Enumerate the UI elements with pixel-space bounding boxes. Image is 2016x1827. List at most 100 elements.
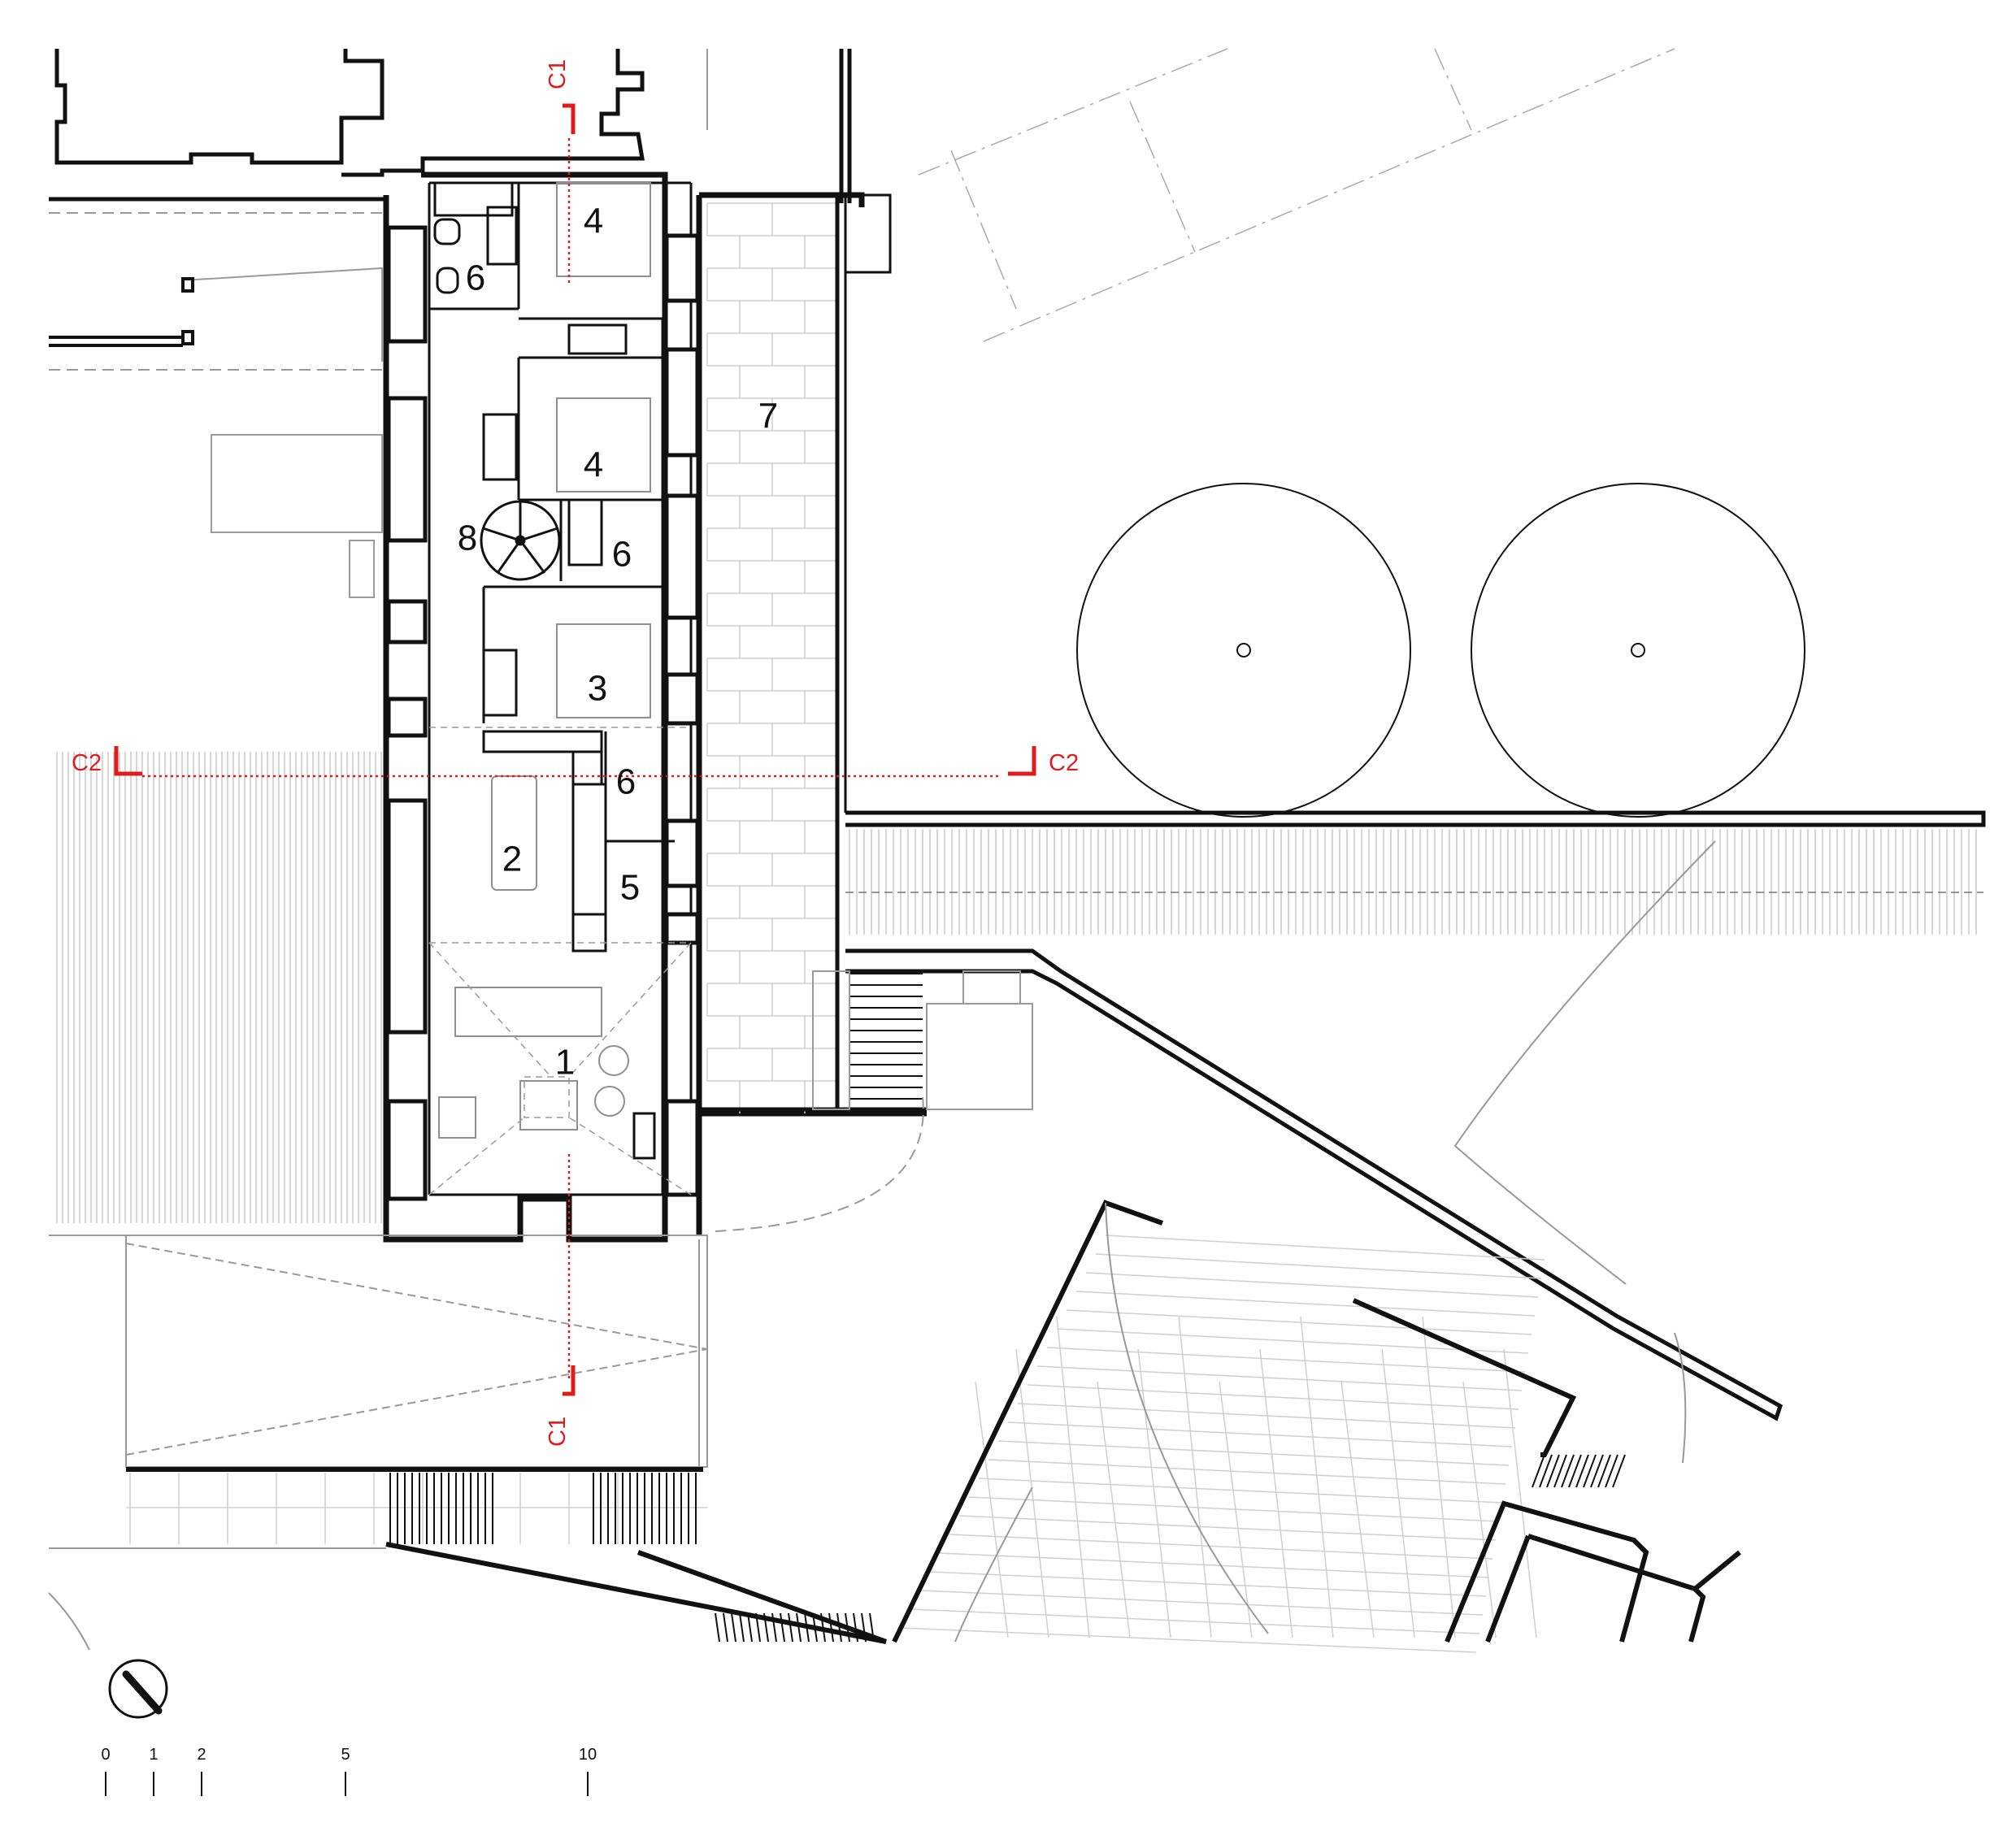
scale-bar: 0 1 2 5 10 [101, 1746, 597, 1796]
wall-pier [386, 1099, 428, 1201]
stair-tread [1612, 1454, 1626, 1488]
stair-tread [853, 1612, 858, 1643]
room-label-8: 8 [458, 519, 477, 558]
road-stripes [849, 829, 1977, 935]
paving-joint [929, 1571, 1487, 1597]
spiral-stair [480, 500, 561, 581]
ceiling-hidden-lines [428, 727, 692, 1196]
lower-paving [900, 1235, 1545, 1653]
stair-tread [1583, 1454, 1597, 1488]
paving-joint [1381, 1348, 1415, 1638]
paving-joint [949, 1534, 1493, 1560]
paving-joint [1462, 1381, 1497, 1638]
wall-piers [386, 225, 700, 1201]
paving-joint [1503, 1348, 1537, 1638]
paving-joint [1219, 1381, 1253, 1638]
walkway-outer-frame [844, 193, 892, 813]
paving-joint [919, 1590, 1484, 1616]
courtyard-wall [126, 1467, 888, 1644]
stair-tread [780, 1612, 785, 1643]
wall-pier [664, 818, 700, 888]
paving-joint [1105, 1235, 1545, 1261]
walkway-edges [699, 49, 1986, 1113]
stair-tread [1575, 1454, 1589, 1488]
wall-pier [664, 347, 700, 458]
stair-tread [796, 1612, 802, 1643]
section-label-c1-top: C1 [545, 59, 571, 89]
paving-joint [1007, 1421, 1513, 1447]
wall-pier [386, 798, 428, 1035]
tanks [1076, 483, 1805, 818]
stair-tread [1597, 1454, 1611, 1488]
paving-joint [1178, 1316, 1212, 1638]
bottom-stairs [389, 1473, 875, 1643]
scale-tick-5: 5 [341, 1746, 350, 1764]
stair-tread [771, 1612, 777, 1643]
paving-joint [1056, 1316, 1090, 1638]
paving-joint [1036, 1365, 1523, 1391]
paving-joint [978, 1478, 1503, 1504]
paving-joint [997, 1440, 1510, 1466]
room-label-5: 5 [620, 868, 640, 908]
stair-tread [723, 1612, 728, 1643]
stair-tread [869, 1612, 875, 1643]
ramp-walls [845, 948, 1784, 1421]
stair-tread [755, 1612, 761, 1643]
scale-tick-2: 2 [197, 1746, 206, 1764]
paving-joint [1097, 1381, 1131, 1638]
stair-tread [1568, 1454, 1582, 1488]
stair-tread [1539, 1454, 1553, 1488]
paving-joint [939, 1552, 1490, 1578]
stair-tread [1590, 1454, 1604, 1488]
neighbour-building [49, 49, 645, 202]
room-label-2: 2 [502, 840, 522, 879]
section-label-c2-left: C2 [72, 750, 102, 776]
room-label-6-upper: 6 [466, 258, 485, 298]
paving-joint [1027, 1384, 1519, 1410]
scale-tick-0: 0 [101, 1746, 110, 1764]
paving-joint [1066, 1309, 1532, 1335]
wall-pier [386, 697, 428, 738]
room-label-4-lower: 4 [584, 445, 603, 485]
paving-joint [1015, 1348, 1049, 1638]
wall-pier [664, 912, 700, 945]
courtyard [125, 1235, 708, 1471]
section-label-c1-bottom: C1 [545, 1417, 571, 1447]
stair-tread [1605, 1454, 1618, 1488]
paving-joint [1137, 1348, 1171, 1638]
paving-joint [1422, 1316, 1456, 1638]
wall-pier [664, 233, 700, 303]
paving-joint [1085, 1272, 1539, 1298]
stair-tread [812, 1612, 818, 1643]
room-label-6-middle: 6 [612, 535, 632, 575]
stair-tread [1532, 1454, 1545, 1488]
paving-joint [1046, 1347, 1526, 1373]
wall-pier [664, 493, 700, 620]
stair-tread [731, 1612, 736, 1643]
section-label-c2-right: C2 [1049, 750, 1079, 776]
lower-stairs [1532, 1454, 1626, 1488]
room-label-4-upper: 4 [584, 202, 603, 241]
walkway-paving [706, 202, 836, 1113]
scale-tick-10: 10 [579, 1746, 597, 1764]
wall-pier [386, 396, 428, 543]
stair-tread [845, 1612, 850, 1643]
furniture [438, 182, 651, 1139]
wall-pier [386, 599, 428, 644]
paving-joint [1300, 1316, 1334, 1638]
room-label-6-lower: 6 [616, 762, 636, 802]
paving-joint [1056, 1328, 1529, 1354]
stair-tread [763, 1612, 769, 1643]
neighbour-dashed-grid [918, 48, 1675, 342]
wall-pier [664, 672, 700, 726]
paving-joint [1259, 1348, 1293, 1638]
stair-tread [836, 1612, 842, 1643]
stair-tread [820, 1612, 826, 1643]
stair-tread [1561, 1454, 1575, 1488]
stair-tread [1553, 1454, 1567, 1488]
paving-joint [910, 1608, 1480, 1634]
paving-joint [968, 1496, 1500, 1522]
wall-pier [664, 1099, 700, 1197]
stair-tread [1546, 1454, 1560, 1488]
